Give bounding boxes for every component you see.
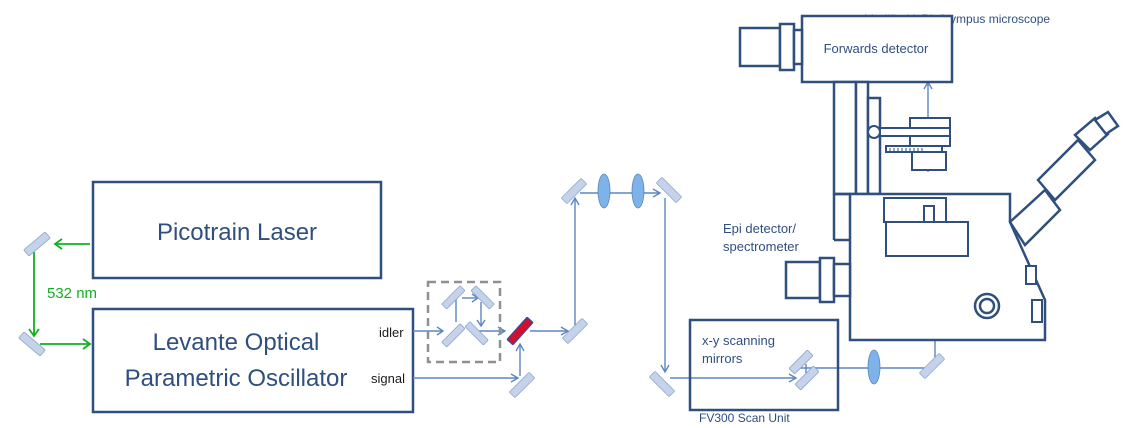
side-knobs <box>1025 265 1043 323</box>
lens-3 <box>867 349 881 385</box>
stage-assembly <box>867 117 969 257</box>
beam-paths <box>413 80 936 383</box>
lens-2 <box>631 173 645 209</box>
forwards-detector-camera <box>738 22 804 72</box>
forwards-detector-label: Forwards detector <box>824 41 929 56</box>
focus-knob <box>973 292 1001 320</box>
pump-mirror-bottom <box>18 331 46 357</box>
stage-ruler <box>885 148 923 152</box>
scan-unit-box <box>688 318 840 412</box>
pump-mirror-top <box>23 231 51 257</box>
scan-mirrors-label-line1: x-y scanning <box>702 333 775 348</box>
epi-detector-label-line2: spectrometer <box>723 239 800 254</box>
pump-beam-532nm <box>28 238 92 350</box>
scan-mirrors <box>788 349 820 391</box>
signal-label: signal <box>371 371 405 386</box>
delay-line-mirrors <box>441 285 495 348</box>
opo-box <box>91 307 415 414</box>
dichroic-mirror <box>506 316 534 346</box>
opo-label-line2: Parametric Oscillator <box>125 365 348 392</box>
epi-detector-camera <box>784 256 852 304</box>
eyepiece <box>1008 110 1120 247</box>
wavelength-label: 532 nm <box>47 285 97 302</box>
picotrain-laser-label: Picotrain Laser <box>157 219 317 246</box>
epi-detector-label-line1: Epi detector/ <box>723 221 796 236</box>
delay-line-box <box>426 280 502 364</box>
routing-mirrors <box>509 177 945 398</box>
scan-mirrors-label-line2: mirrors <box>702 351 743 366</box>
opo-label-line1: Levante Optical <box>153 329 320 356</box>
lens-1 <box>597 173 611 209</box>
lenses <box>597 173 881 385</box>
idler-label: idler <box>379 325 404 340</box>
picotrain-laser-box <box>91 180 383 280</box>
scan-unit-label: FV300 Scan Unit <box>699 411 790 425</box>
